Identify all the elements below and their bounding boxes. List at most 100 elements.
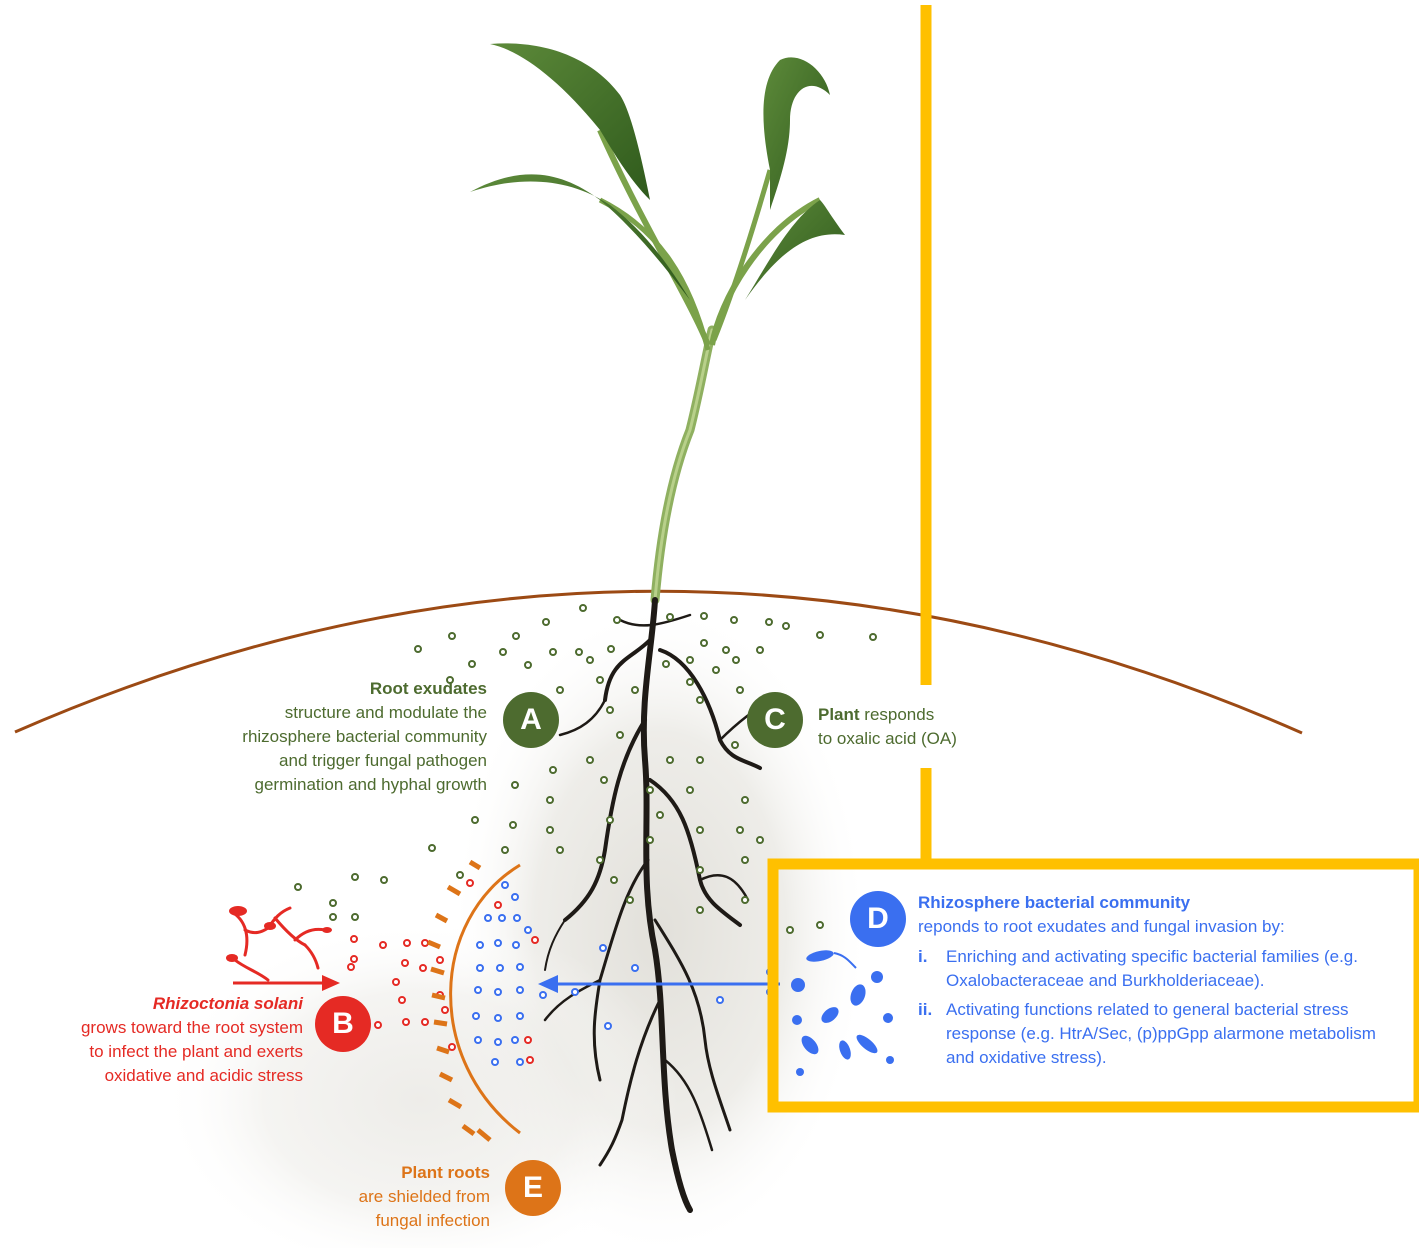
plant-roots-title: Plant roots xyxy=(359,1161,490,1185)
pathogen-stress-particle xyxy=(495,902,501,908)
root-exudate-particle xyxy=(697,757,703,763)
bacterial-signal-particle xyxy=(477,942,483,948)
pathogen-stress-particle xyxy=(403,1019,409,1025)
badge-b: B xyxy=(315,996,371,1052)
root-exudate-particle xyxy=(817,632,823,638)
pathogen-stress-particle xyxy=(375,1022,381,1028)
pathogen-stress-particle xyxy=(422,1019,428,1025)
root-exudate-particle xyxy=(543,619,549,625)
root-exudate-particle xyxy=(547,827,553,833)
badge-d: D xyxy=(850,891,906,947)
root-exudate-particle xyxy=(697,827,703,833)
root-exudate-particle xyxy=(457,872,463,878)
badge-a: A xyxy=(503,692,559,748)
bacterial-signal-particle xyxy=(495,1015,501,1021)
root-exudate-particle xyxy=(330,914,336,920)
root-exudate-particle xyxy=(352,874,358,880)
root-exudate-particle xyxy=(469,661,475,667)
root-exudate-particle xyxy=(667,757,673,763)
bacterial-signal-particle xyxy=(517,987,523,993)
bacterial-community-subtitle: reponds to root exudates and fungal inva… xyxy=(918,915,1408,939)
root-exudate-particle xyxy=(701,613,707,619)
root-exudate-particle xyxy=(787,927,793,933)
list-item-text: Enriching and activating specific bacter… xyxy=(946,945,1408,993)
root-exudate-particle xyxy=(587,657,593,663)
rhizoctonia-line-1: grows toward the root system xyxy=(81,1016,303,1040)
bacterial-signal-particle xyxy=(485,915,491,921)
bacterial-community-title: Rhizosphere bacterial community xyxy=(918,891,1408,915)
root-exudate-particle xyxy=(580,605,586,611)
root-exudate-particle xyxy=(607,817,613,823)
root-exudate-particle xyxy=(732,742,738,748)
bacterial-signal-particle xyxy=(475,1037,481,1043)
plant-seedling-icon xyxy=(470,43,845,600)
shield-dash xyxy=(432,995,445,998)
badge-c: C xyxy=(747,692,803,748)
root-exudate-particle xyxy=(757,647,763,653)
pathogen-stress-particle xyxy=(527,1057,533,1063)
root-exudate-particle xyxy=(701,640,707,646)
root-exudate-particle xyxy=(330,900,336,906)
pathogen-stress-particle xyxy=(399,997,405,1003)
bacterial-signal-particle xyxy=(517,964,523,970)
root-exudate-particle xyxy=(647,787,653,793)
root-exudate-particle xyxy=(557,687,563,693)
rhizoctonia-line-3: oxidative and acidic stress xyxy=(81,1064,303,1088)
root-exudate-particle xyxy=(742,797,748,803)
pathogen-stress-particle xyxy=(420,965,426,971)
bacterial-signal-particle xyxy=(477,965,483,971)
root-exudate-particle xyxy=(557,847,563,853)
root-exudates-line-3: and trigger fungal pathogen xyxy=(242,749,487,773)
bacterial-signal-particle xyxy=(540,992,546,998)
rhizoctonia-title: Rhizoctonia solani xyxy=(81,992,303,1016)
plant-responds-line-2: to oxalic acid (OA) xyxy=(818,727,957,751)
pathogen-stress-particle xyxy=(348,964,354,970)
plant-responds-title-rest: responds xyxy=(860,705,935,724)
root-exudate-particle xyxy=(449,633,455,639)
bacterial-signal-particle xyxy=(495,940,501,946)
list-item: ii. Activating functions related to gene… xyxy=(918,998,1408,1070)
root-exudate-particle xyxy=(601,777,607,783)
root-exudate-particle xyxy=(429,845,435,851)
bacterial-signal-particle xyxy=(632,965,638,971)
root-exudate-particle xyxy=(608,646,614,652)
root-exudate-particle xyxy=(687,679,693,685)
label-root-exudates: Root exudates structure and modulate the… xyxy=(242,677,487,797)
root-exudate-particle xyxy=(381,877,387,883)
root-exudate-particle xyxy=(611,877,617,883)
bacterial-signal-particle xyxy=(473,1013,479,1019)
root-exudate-particle xyxy=(550,649,556,655)
root-exudate-particle xyxy=(597,677,603,683)
root-exudates-line-4: germination and hyphal growth xyxy=(242,773,487,797)
label-rhizoctonia: Rhizoctonia solani grows toward the root… xyxy=(81,992,303,1088)
bacterial-response-list: i. Enriching and activating specific bac… xyxy=(918,945,1408,1070)
root-exudate-particle xyxy=(617,732,623,738)
pathogen-stress-particle xyxy=(380,942,386,948)
label-plant-roots: Plant roots are shielded from fungal inf… xyxy=(359,1161,490,1233)
pathogen-stress-particle xyxy=(442,1007,448,1013)
list-item-number: ii. xyxy=(918,998,946,1070)
root-exudate-particle xyxy=(547,797,553,803)
root-exudate-particle xyxy=(742,857,748,863)
bacterial-signal-particle xyxy=(605,1023,611,1029)
pathogen-stress-particle xyxy=(525,1037,531,1043)
bacterial-signal-particle xyxy=(502,882,508,888)
plant-roots-line-1: are shielded from xyxy=(359,1185,490,1209)
root-exudate-particle xyxy=(723,647,729,653)
root-exudates-line-2: rhizosphere bacterial community xyxy=(242,725,487,749)
bacterial-signal-particle xyxy=(497,965,503,971)
root-exudate-particle xyxy=(687,657,693,663)
bacterial-signal-particle xyxy=(512,894,518,900)
label-bacterial-community: Rhizosphere bacterial community reponds … xyxy=(918,891,1408,1075)
bacterial-signal-particle xyxy=(499,915,505,921)
bacterial-signal-particle xyxy=(495,989,501,995)
pathogen-stress-particle xyxy=(437,957,443,963)
bacterial-signal-particle xyxy=(475,987,481,993)
pathogen-stress-particle xyxy=(351,936,357,942)
pathogen-stress-particle xyxy=(449,1044,455,1050)
root-exudate-particle xyxy=(627,897,633,903)
root-exudate-particle xyxy=(657,812,663,818)
root-exudates-line-1: structure and modulate the xyxy=(242,701,487,725)
root-exudate-particle xyxy=(295,884,301,890)
root-exudate-particle xyxy=(731,617,737,623)
